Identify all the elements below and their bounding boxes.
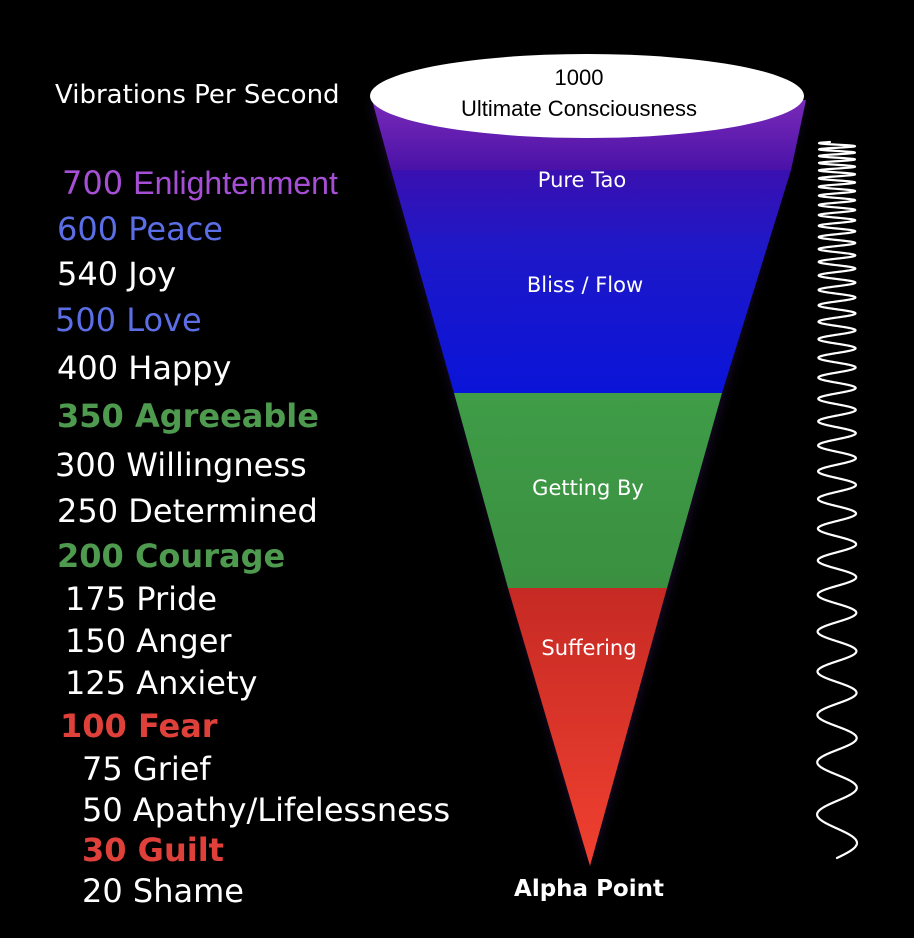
cone-top-value: 1000 [554,65,604,90]
level-20: 20 Shame [82,872,244,910]
level-700: 700 Enlightenment [62,164,338,202]
cone-top-ellipse [370,54,804,138]
level-400: 400 Happy [57,349,232,387]
cone-zone-getting-by [454,393,722,588]
level-75: 75 Grief [82,750,211,788]
cone-top-label: Ultimate Consciousness [461,96,697,121]
zone-label-suffering: Suffering [541,636,637,660]
cone-zone-bliss-flow [391,170,791,393]
cone-zone-suffering [508,588,667,866]
level-600: 600 Peace [57,210,223,248]
level-300: 300 Willingness [55,446,307,484]
alpha-point-label: Alpha Point [514,876,664,902]
level-100: 100 Fear [60,707,218,745]
level-150: 150 Anger [65,622,232,660]
vibration-wave-path [816,140,859,860]
level-50: 50 Apathy/Lifelessness [82,791,451,829]
zone-label-getting-by: Getting By [532,476,644,500]
level-540: 540 Joy [57,255,177,293]
zone-label-bliss-flow: Bliss / Flow [526,273,644,297]
level-350: 350 Agreeable [57,397,319,435]
zone-label-pure-tao: Pure Tao [537,168,627,192]
level-200: 200 Courage [57,537,286,575]
level-175: 175 Pride [65,580,218,618]
scale-title: Vibrations Per Second [55,80,340,110]
level-500: 500 Love [55,301,202,339]
level-30: 30 Guilt [82,831,224,869]
level-250: 250 Determined [57,492,318,530]
level-125: 125 Anxiety [65,664,258,702]
